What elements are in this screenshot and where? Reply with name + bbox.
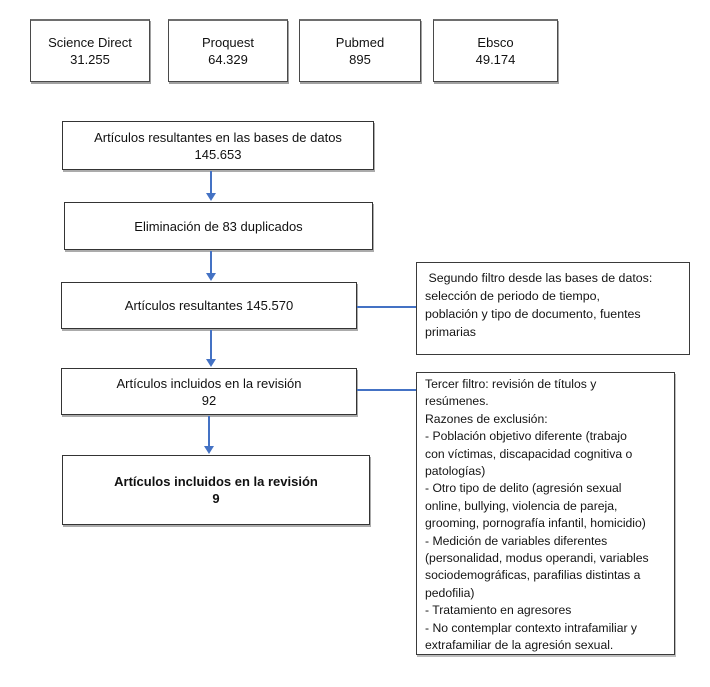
flow-box-count: 145.653: [194, 146, 242, 162]
flow-box-count: 92: [201, 392, 217, 408]
note-text: Segundo filtro desde las bases de datos:…: [425, 271, 653, 339]
database-box-ebsco: Ebsco 49.174: [433, 19, 558, 82]
flow-box-included-final: Artículos incluidos en la revisión 9: [62, 455, 370, 525]
connector-line-third-filter: [357, 389, 416, 391]
database-count: 895: [349, 52, 371, 67]
note-text: Tercer filtro: revisión de títulos y res…: [425, 377, 649, 653]
flow-box-text: Eliminación de 83 duplicados: [134, 218, 303, 234]
database-box-pubmed: Pubmed 895: [299, 19, 421, 82]
flow-box-text: Artículos resultantes en las bases de da…: [94, 129, 342, 145]
flow-box-text: Artículos resultantes 145.570: [124, 298, 294, 313]
note-box-second-filter: Segundo filtro desde las bases de datos:…: [416, 262, 690, 355]
flow-box-text: Artículos incluidos en la revisión: [116, 375, 302, 391]
note-box-third-filter: Tercer filtro: revisión de títulos y res…: [416, 372, 675, 655]
flow-box-results-databases: Artículos resultantes en las bases de da…: [62, 121, 374, 170]
database-count: 31.255: [70, 52, 110, 67]
database-name: Science Direct: [48, 35, 132, 50]
database-count: 49.174: [475, 52, 516, 67]
database-name: Pubmed: [335, 35, 385, 50]
flow-box-text: Artículos incluidos en la revisión: [114, 474, 318, 489]
database-name: Ebsco: [477, 35, 514, 50]
flow-box-included-92: Artículos incluidos en la revisión 92: [61, 368, 357, 415]
database-box-proquest: Proquest 64.329: [168, 19, 288, 82]
flow-box-count: 9: [212, 491, 220, 506]
database-name: Proquest: [201, 35, 255, 50]
flow-box-results-after-duplicates: Artículos resultantes 145.570: [61, 282, 357, 329]
flow-box-duplicates-removed: Eliminación de 83 duplicados: [64, 202, 373, 250]
connector-line-second-filter: [357, 306, 416, 308]
database-count: 64.329: [208, 52, 248, 67]
database-box-science-direct: Science Direct 31.255: [30, 19, 150, 82]
